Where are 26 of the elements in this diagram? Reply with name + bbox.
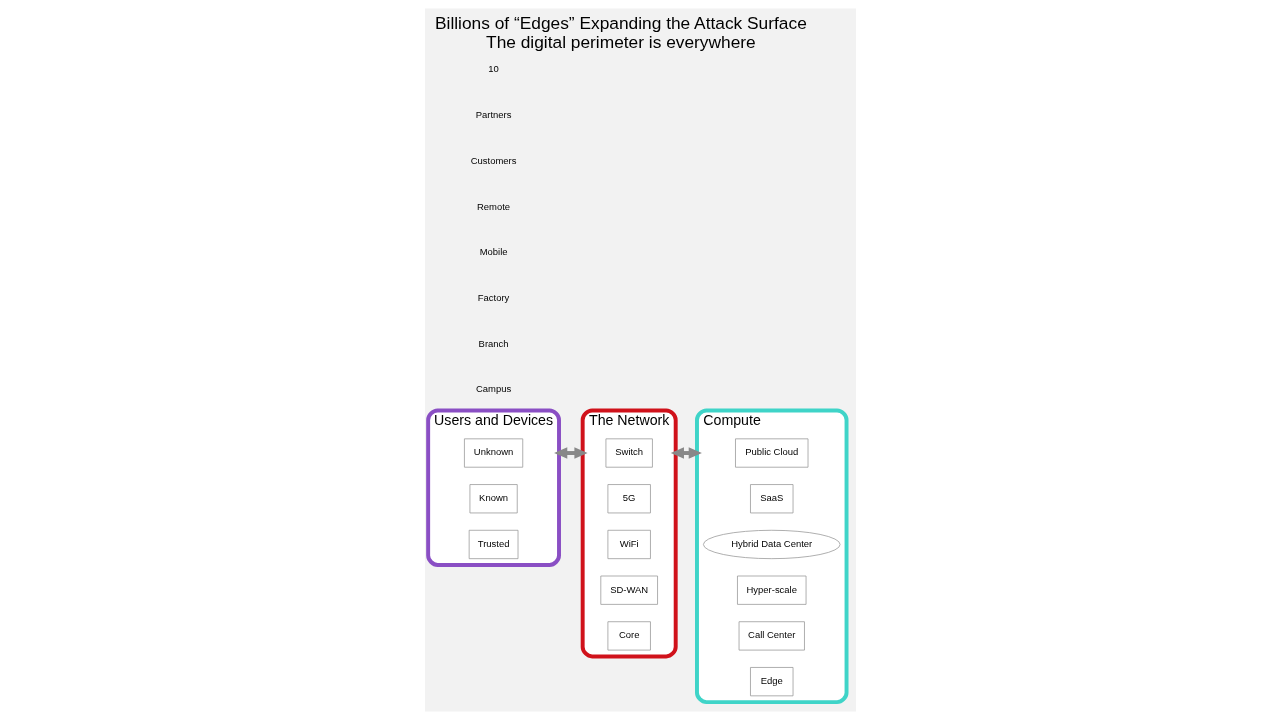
- node-ellipse: Hybrid Data Center: [702, 529, 840, 560]
- arrow: [670, 447, 702, 459]
- caption: The digital perimeter is everywhere: [485, 31, 756, 52]
- diagram-title: Billions of “Edges” Expanding the Attack Surface: [434, 12, 807, 33]
- label: Campus: [475, 383, 511, 395]
- node-box: Core: [607, 621, 651, 651]
- label: Factory: [477, 291, 509, 303]
- node-box: Hyper-scale: [736, 575, 806, 605]
- node-box: Public Cloud: [734, 438, 808, 468]
- node-box: Trusted: [468, 529, 518, 560]
- node-box: SaaS: [749, 484, 793, 514]
- node-box: Call Center: [738, 621, 805, 651]
- node-box: Switch: [605, 438, 653, 468]
- arrow: [553, 447, 588, 459]
- node-box: 5G: [607, 484, 651, 514]
- label: Mobile: [479, 246, 508, 258]
- label: Branch: [478, 337, 509, 349]
- label: Customers: [470, 154, 516, 166]
- label: Remote: [476, 200, 510, 212]
- label: Partners: [475, 109, 511, 121]
- node-box: Edge: [749, 667, 793, 697]
- node-box: Known: [469, 484, 518, 514]
- node-box: SD-WAN: [599, 575, 658, 605]
- node-box: Unknown: [463, 438, 523, 468]
- label: 10: [487, 63, 499, 75]
- node-box: WiFi: [607, 529, 651, 560]
